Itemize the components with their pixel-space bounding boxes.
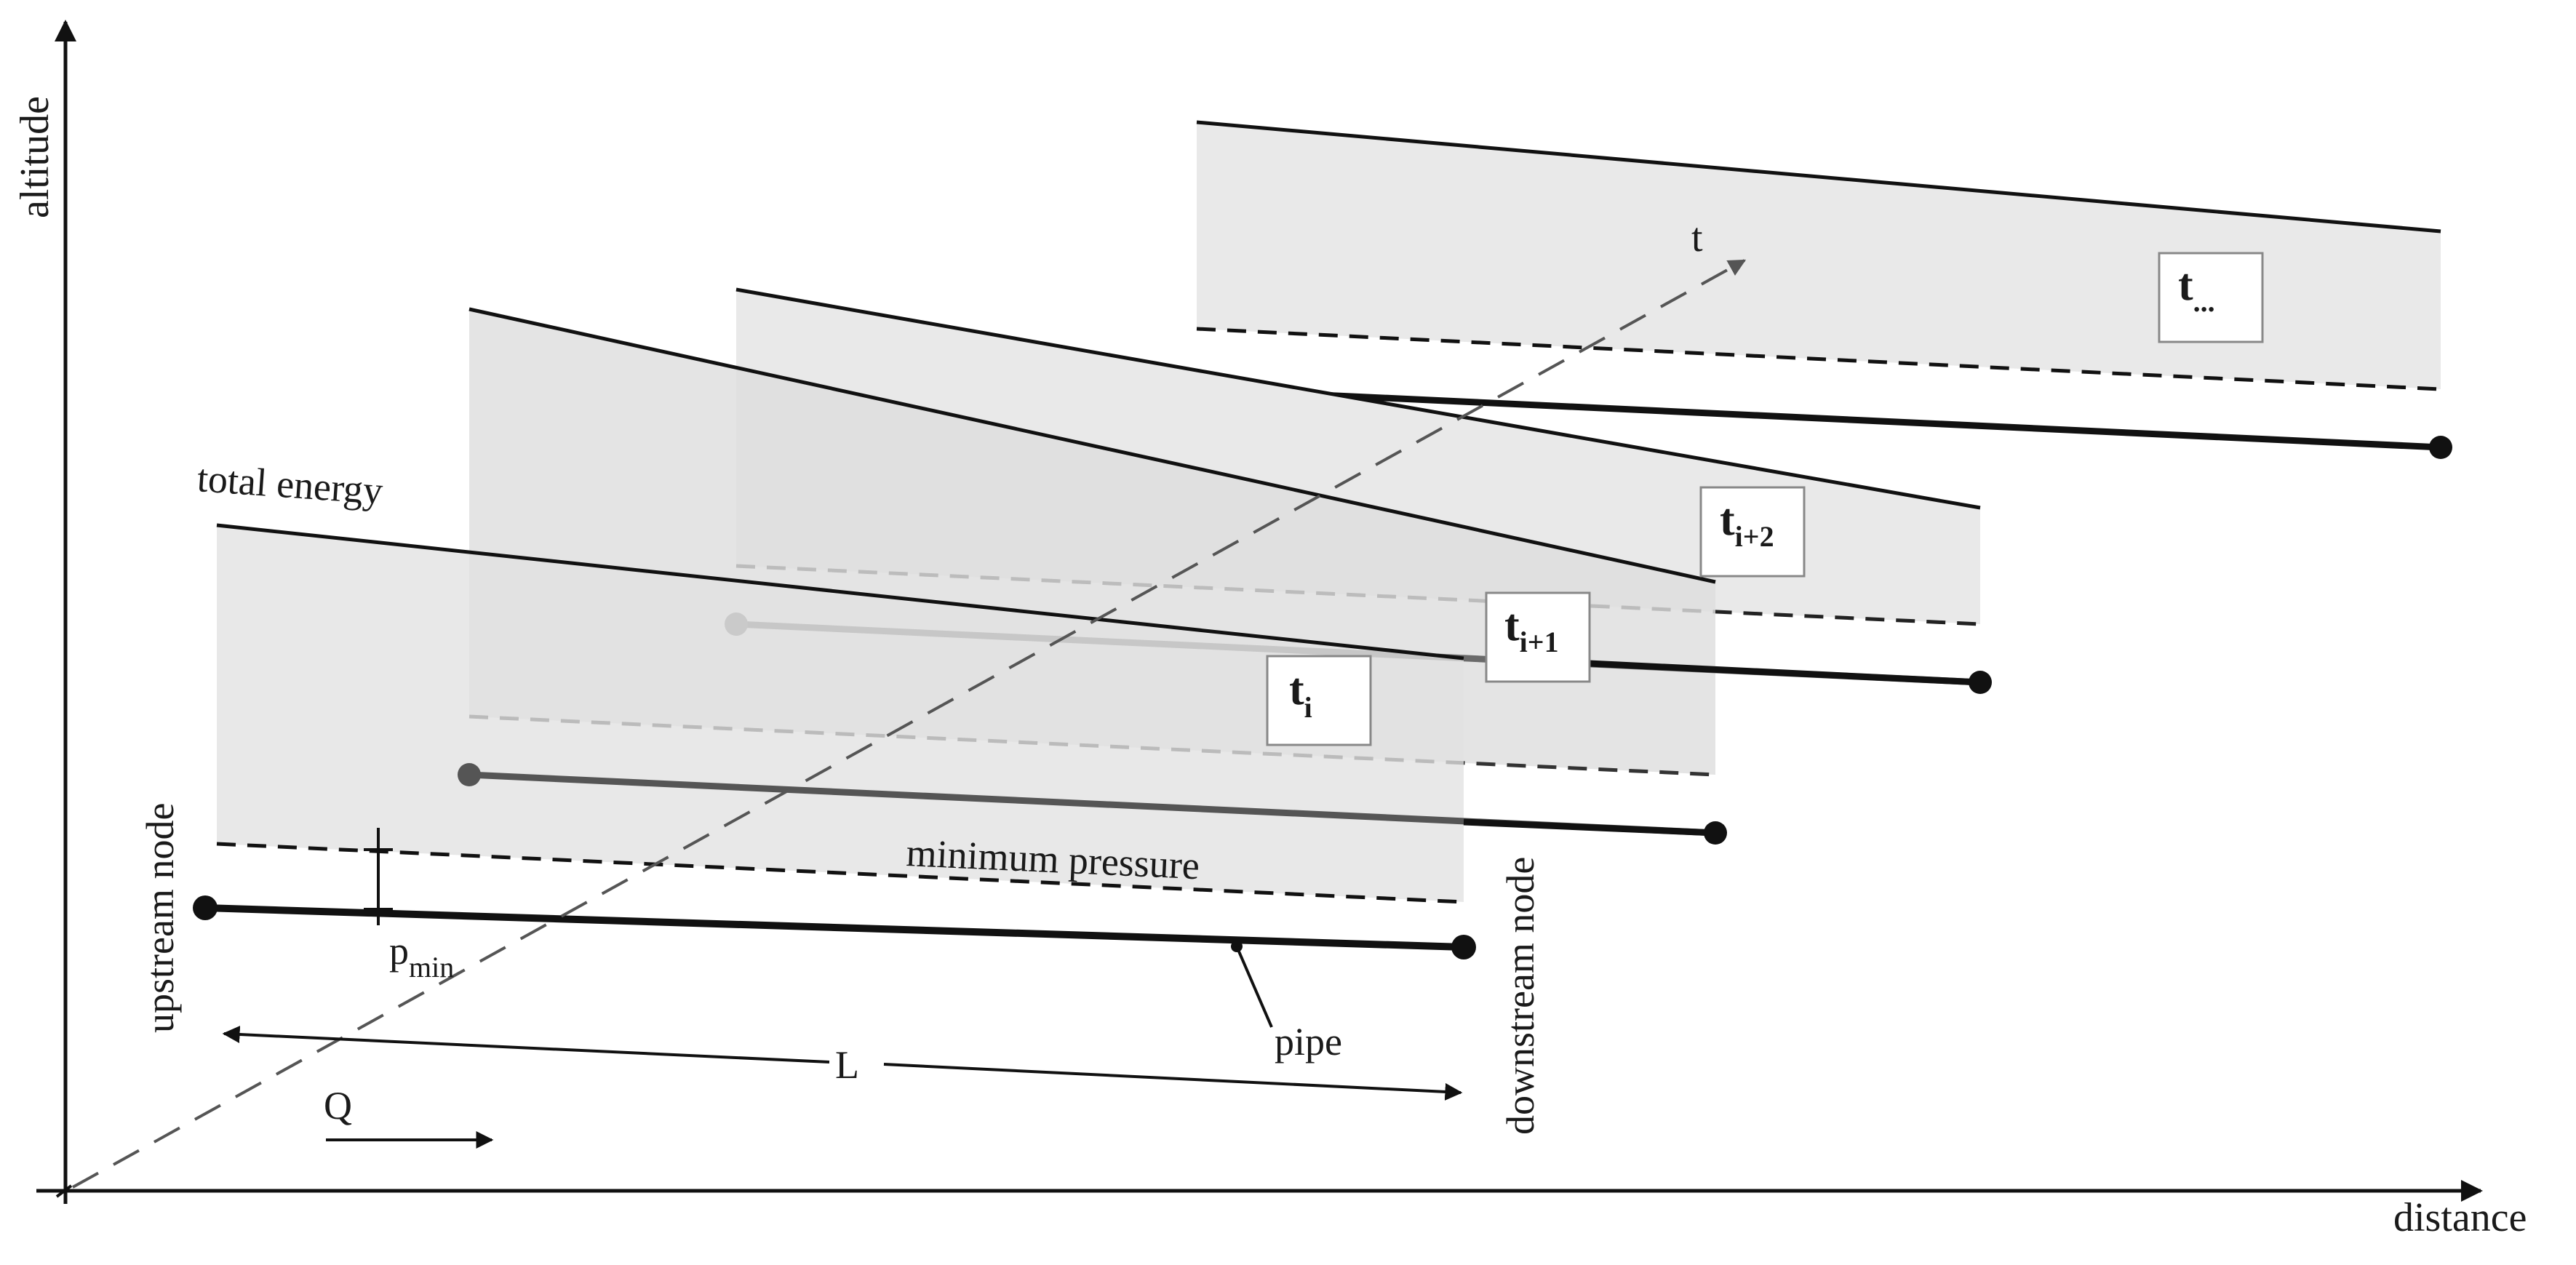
minimum-pressure-line-4 <box>1196 327 2441 391</box>
time-label-3-text: ti+2 <box>1720 495 1774 553</box>
downstream-node-1 <box>1451 935 1476 959</box>
minimum-pressure-line-1 <box>216 842 1464 904</box>
upstream-node-1 <box>193 895 218 920</box>
time-label-1-text: ti <box>1289 665 1312 724</box>
total-energy-label: total energy <box>196 456 384 513</box>
axis-origin-tick <box>55 1184 73 1198</box>
downstream-node-2 <box>1704 821 1727 845</box>
time-label-4: t... <box>2158 252 2264 343</box>
time-label-2: ti+1 <box>1485 591 1591 683</box>
total-energy-line-3 <box>735 287 1981 510</box>
length-dimension-left <box>222 1026 830 1064</box>
pipe-line-1 <box>204 904 1464 951</box>
total-energy-line-4 <box>1196 120 2441 234</box>
time-label-3: ti+2 <box>1699 486 1806 578</box>
length-label: L <box>835 1043 859 1087</box>
pipe-line-2-front <box>1463 818 1716 837</box>
time-label-2-text: ti+1 <box>1504 601 1559 658</box>
upstream-node-2 <box>458 763 481 786</box>
pmin-label: pmin <box>389 929 454 983</box>
downstream-node-3 <box>1969 671 1992 694</box>
time-label-4-text: t... <box>2178 260 2215 318</box>
distance-axis-label: distance <box>2393 1195 2527 1240</box>
pipe-group-2 <box>458 763 1727 845</box>
pipe-leader-line <box>1235 946 1273 1028</box>
pipe-label: pipe <box>1275 1020 1342 1064</box>
pipe-line-4 <box>1196 386 2441 451</box>
pipe-group-1 <box>193 895 1476 959</box>
total-energy-line-2 <box>468 307 1716 584</box>
length-dimension-right <box>883 1063 1463 1101</box>
pressure-band-4 <box>1197 122 2441 389</box>
pmin-dimension <box>364 828 393 925</box>
time-label-1: ti <box>1266 655 1372 746</box>
downstream-node-label: downstream node <box>1499 857 1542 1135</box>
time-axis <box>72 259 1747 1189</box>
downstream-node-4 <box>2429 436 2452 459</box>
time-axis-label: t <box>1691 215 1703 260</box>
total-energy-line-1 <box>216 523 1464 661</box>
upstream-node-label: upstream node <box>138 803 182 1033</box>
flow-label: Q <box>324 1084 352 1128</box>
altitude-axis-label: altitude <box>12 96 57 218</box>
